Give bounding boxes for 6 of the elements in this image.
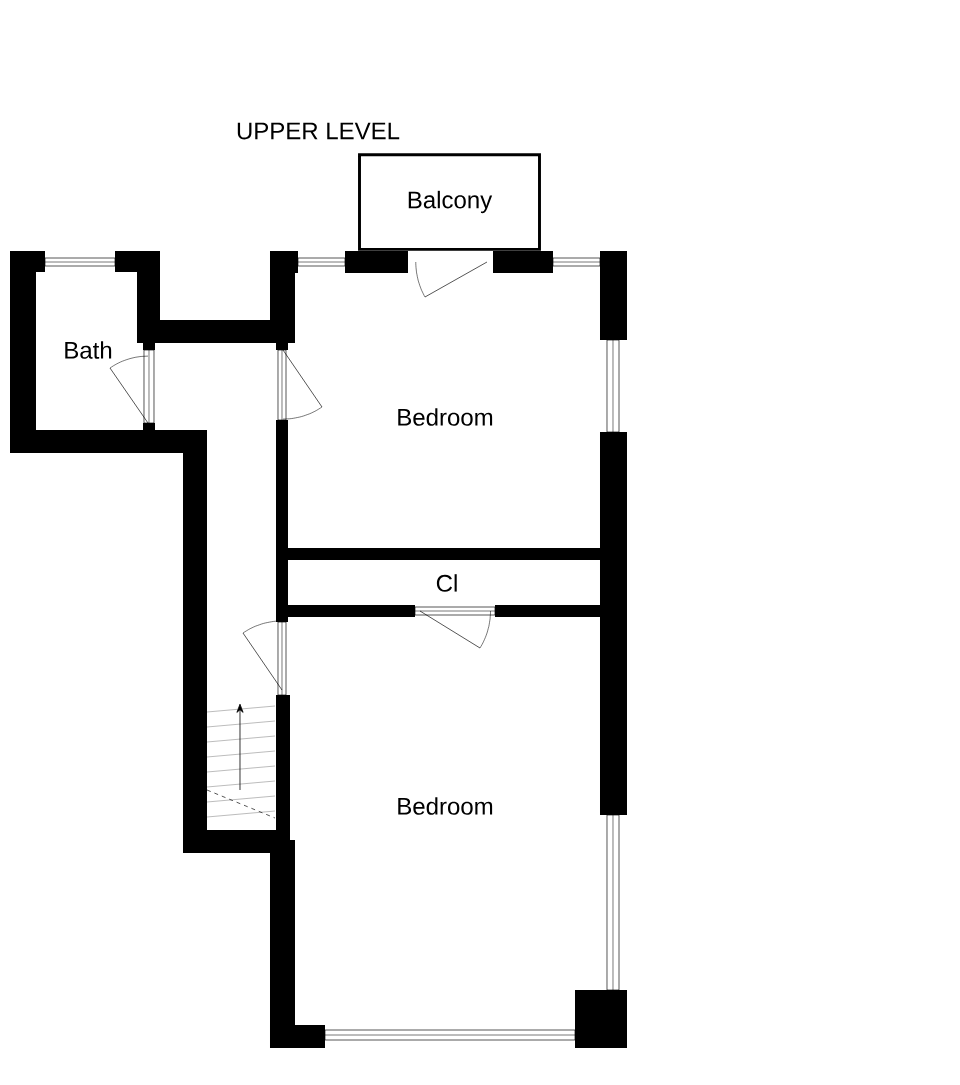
room-label: Bath (65, 341, 112, 359)
balcony-box: Balcony (358, 153, 541, 251)
room-label: Cl (436, 574, 457, 592)
room-label: Bedroom (398, 408, 493, 426)
title: UPPER LEVEL (237, 122, 400, 140)
room-label: Bedroom (398, 797, 493, 815)
